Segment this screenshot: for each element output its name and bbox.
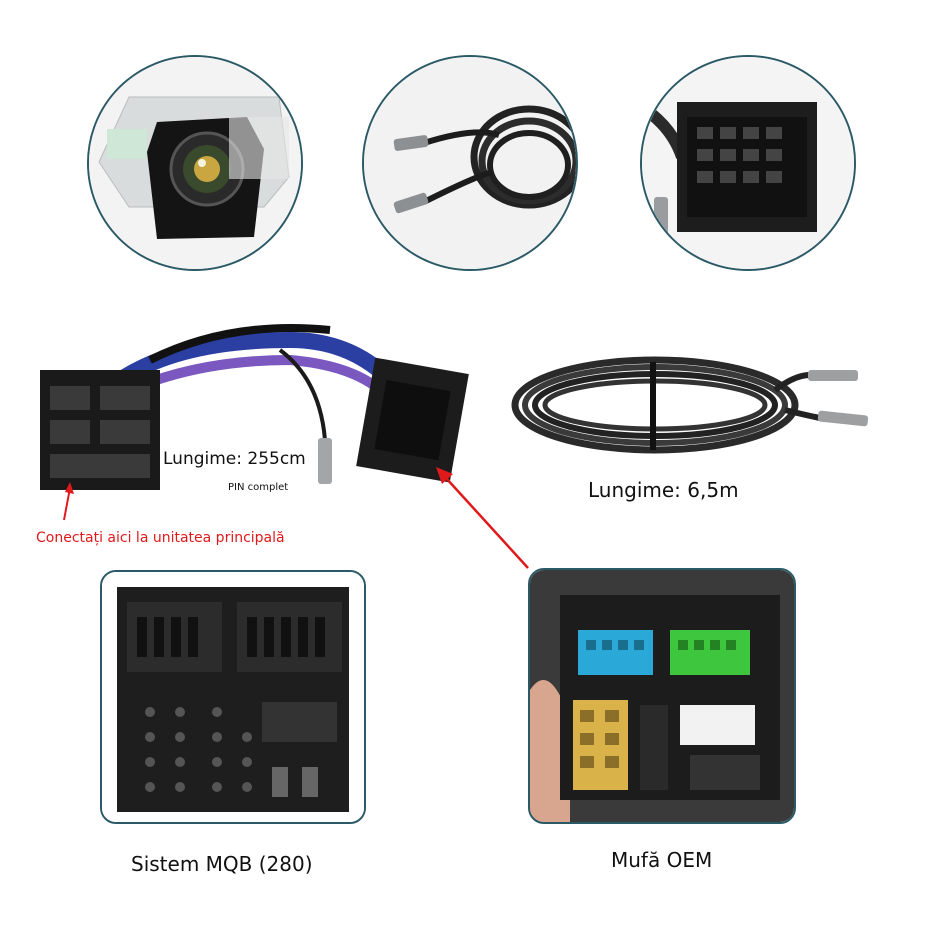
oem-caption: Mufă OEM [611,848,713,872]
cable-photo-circle [362,55,578,271]
wiring-harness-image [40,324,469,490]
wiring-harness-photo [30,320,470,520]
harness-length-label: Lungime: 255cm [163,449,306,469]
oem-connector-image [530,570,794,822]
quadlock-connector-image [642,57,854,269]
rear-camera-image [89,57,301,269]
coiled-cable-image [511,356,869,454]
connect-note-label: Conectați aici la unitatea principală [36,530,285,546]
connector-photo-circle [640,55,856,271]
extension-cable-image [364,57,576,269]
mqb-connector-image [102,572,364,822]
mqb-connector-box [100,570,366,824]
oem-connector-box [528,568,796,824]
mqb-caption: Sistem MQB (280) [131,852,313,876]
cable-length-label: Lungime: 6,5m [588,478,739,502]
pin-note-label: PIN complet [228,482,289,493]
oem-pointer-arrowhead [436,467,453,484]
coiled-cable-photo [505,350,905,460]
connect-pointer-arrow [63,487,71,521]
connect-pointer-arrowhead [65,482,74,494]
camera-photo-circle [87,55,303,271]
oem-pointer-arrow [445,477,529,569]
